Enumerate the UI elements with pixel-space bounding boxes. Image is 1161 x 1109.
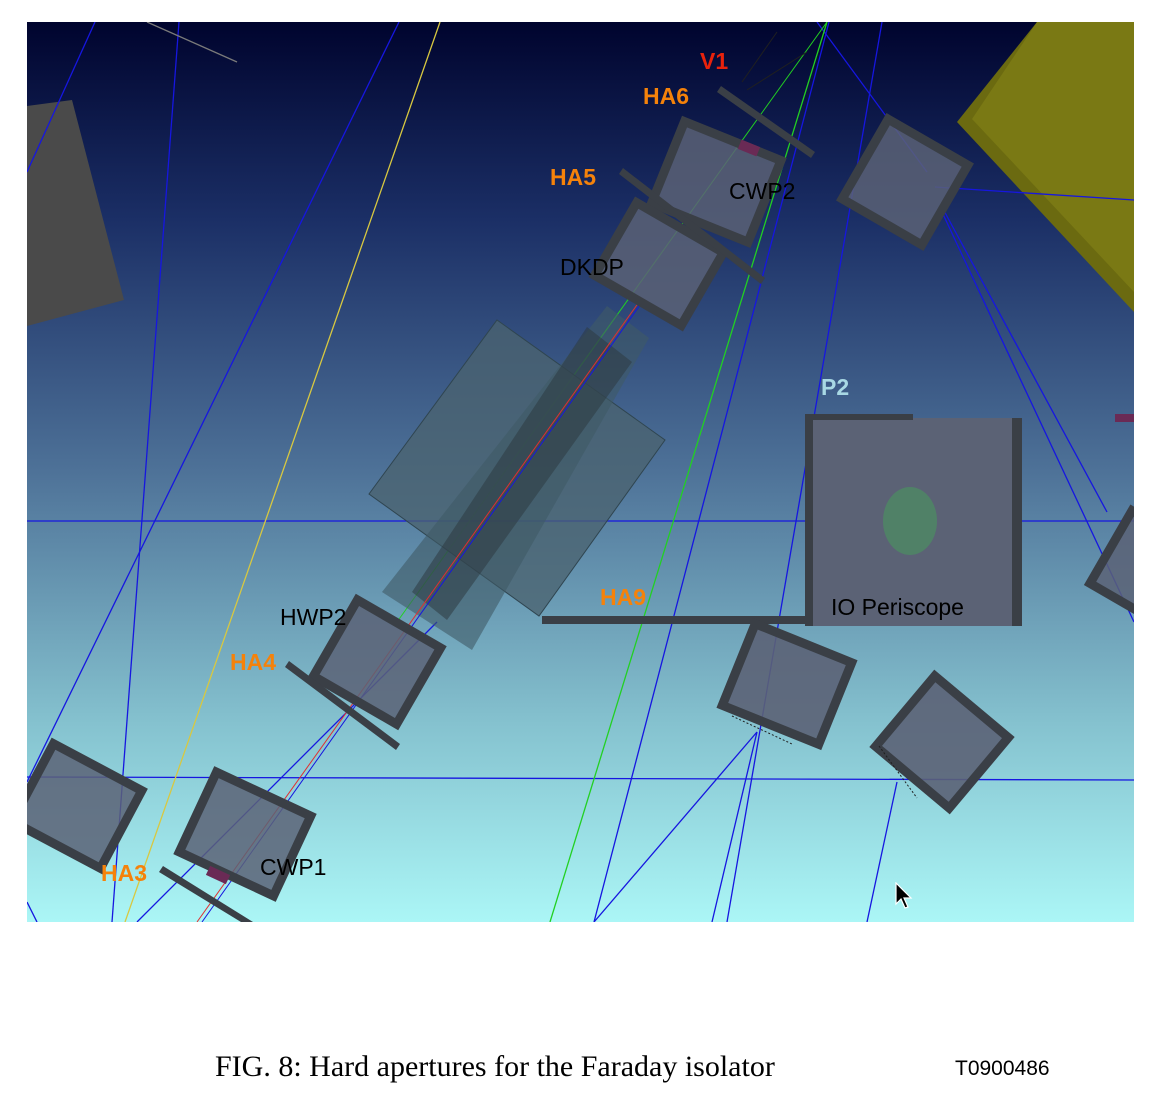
blue-beam-lines (27, 22, 1134, 922)
label-ha9: HA9 (600, 584, 647, 610)
optic-boxes (27, 113, 1134, 902)
right-edge-crystal (1115, 414, 1134, 422)
optics-scene (27, 22, 1134, 922)
dkdp-box (588, 196, 730, 332)
mouse-cursor-icon (895, 882, 913, 909)
left-optic-box (27, 737, 148, 875)
right-edge-optic-box (1083, 504, 1134, 620)
ha9-aperture (542, 616, 812, 624)
ha4-plate (285, 661, 400, 750)
figure-caption: FIG. 8: Hard apertures for the Faraday i… (215, 1050, 775, 1083)
upper-right-optic-box (836, 113, 974, 251)
hard-aperture-plates (159, 86, 815, 922)
ha3-plate (159, 866, 253, 922)
label-hwp2: HWP2 (280, 604, 347, 630)
dark-line (741, 31, 778, 83)
ha6-plate (717, 86, 815, 158)
io-periscope-edge-left (805, 418, 813, 626)
olive-block-face (972, 22, 1134, 292)
lower-optic-box-2 (869, 669, 1015, 815)
document-number: T0900486 (955, 1057, 1050, 1080)
label-dkdp: DKDP (560, 254, 624, 280)
periscope-mirror (883, 487, 937, 555)
cwp2-crystal (737, 139, 761, 157)
label-v1: V1 (700, 48, 729, 74)
p2-aperture (805, 414, 913, 420)
label-io-periscope: IO Periscope (831, 594, 964, 620)
dashed-edge (731, 715, 793, 745)
hwp2-box (307, 593, 447, 731)
left-grey-block (27, 100, 124, 326)
label-ha5: HA5 (550, 164, 597, 190)
dark-line (746, 51, 808, 91)
label-ha6: HA6 (643, 83, 690, 109)
lower-optic-box-1 (716, 617, 858, 751)
scene-viewport: V1 HA6 HA5 CWP2 DKDP P2 HA9 IO Periscope… (27, 22, 1134, 922)
faraday-crystal (412, 327, 632, 620)
cwp1-crystal (205, 865, 231, 885)
yellow-beam (124, 22, 441, 922)
label-ha3: HA3 (101, 860, 148, 886)
label-cwp2: CWP2 (729, 178, 796, 204)
dashed-edge (878, 745, 918, 799)
label-cwp1: CWP1 (260, 854, 327, 880)
ha5-plate (619, 168, 765, 284)
label-p2: P2 (821, 374, 850, 400)
label-ha4: HA4 (230, 649, 277, 675)
grey-line (146, 22, 238, 63)
io-periscope-edge-right (1012, 418, 1022, 626)
